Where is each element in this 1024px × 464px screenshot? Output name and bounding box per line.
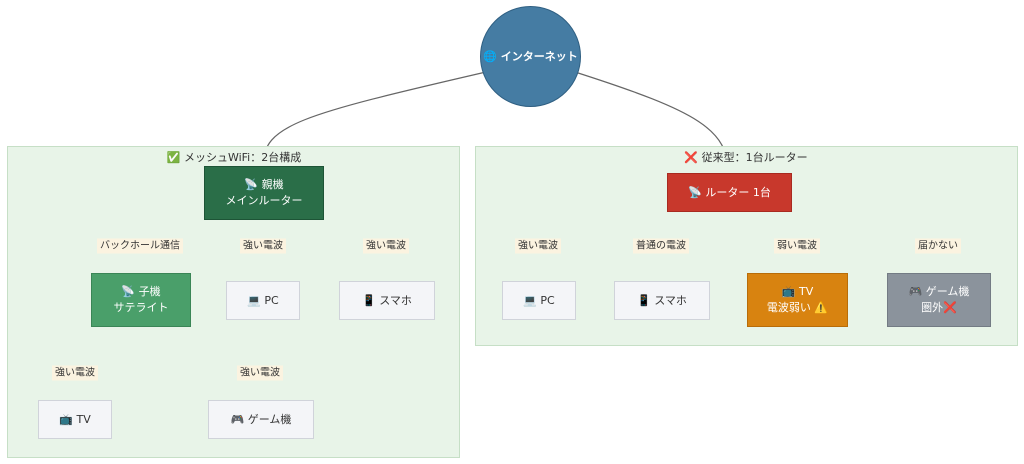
legacy-phone-node: 📱 スマホ xyxy=(614,281,710,320)
internet-label: 🌐 インターネット xyxy=(483,49,578,63)
edge-label-legacy-phone: 普通の電波 xyxy=(633,238,689,254)
edge-label-mesh-phone: 強い電波 xyxy=(363,238,409,254)
mesh-phone-label: 📱 スマホ xyxy=(362,293,412,307)
mesh-child-satellite-node: 📡 子機 サテライト xyxy=(91,273,191,327)
mesh-child-line2: サテライト xyxy=(113,301,169,314)
mesh-parent-line1: 📡 親機 xyxy=(244,178,284,191)
mesh-parent-router-node: 📡 親機 メインルーター xyxy=(204,166,324,220)
mesh-game-node: 🎮 ゲーム機 xyxy=(208,400,314,439)
mesh-pc-node: 💻 PC xyxy=(226,281,300,320)
edge-label-backhaul: バックホール通信 xyxy=(97,238,183,254)
legacy-game-line1: 🎮 ゲーム機 xyxy=(908,285,970,298)
mesh-tv-node: 📺 TV xyxy=(38,400,112,439)
legacy-tv-weak-node: 📺 TV 電波弱い ⚠️ xyxy=(747,273,848,327)
mesh-phone-node: 📱 スマホ xyxy=(339,281,435,320)
mesh-child-line1: 📡 子機 xyxy=(121,285,161,298)
mesh-parent-line2: メインルーター xyxy=(225,194,303,207)
legacy-group-title: ❌ 従来型：1台ルーター xyxy=(684,151,808,164)
legacy-game-line2: 圏外❌ xyxy=(921,301,957,314)
edge-label-mesh-tv: 強い電波 xyxy=(52,365,98,381)
legacy-phone-label: 📱 スマホ xyxy=(637,293,687,307)
internet-node: 🌐 インターネット xyxy=(480,6,581,107)
legacy-router-node: 📡 ルーター 1台 xyxy=(667,173,792,212)
mesh-pc-label: 💻 PC xyxy=(247,293,279,307)
edge-label-mesh-pc: 強い電波 xyxy=(240,238,286,254)
legacy-router-label: 📡 ルーター 1台 xyxy=(688,185,771,199)
edge-label-legacy-pc: 強い電波 xyxy=(515,238,561,254)
legacy-tv-line2: 電波弱い ⚠️ xyxy=(766,301,829,314)
legacy-pc-label: 💻 PC xyxy=(523,293,555,307)
mesh-tv-label: 📺 TV xyxy=(59,412,91,426)
legacy-game-outofrange-node: 🎮 ゲーム機 圏外❌ xyxy=(887,273,991,327)
mesh-game-label: 🎮 ゲーム機 xyxy=(230,412,292,426)
edge-label-legacy-game: 届かない xyxy=(915,238,961,254)
edge-label-legacy-tv: 弱い電波 xyxy=(774,238,820,254)
edge-label-mesh-game: 強い電波 xyxy=(237,365,283,381)
legacy-pc-node: 💻 PC xyxy=(502,281,576,320)
legacy-tv-line1: 📺 TV xyxy=(781,285,814,298)
mesh-group-title: ✅ メッシュWiFi：2台構成 xyxy=(166,151,302,164)
